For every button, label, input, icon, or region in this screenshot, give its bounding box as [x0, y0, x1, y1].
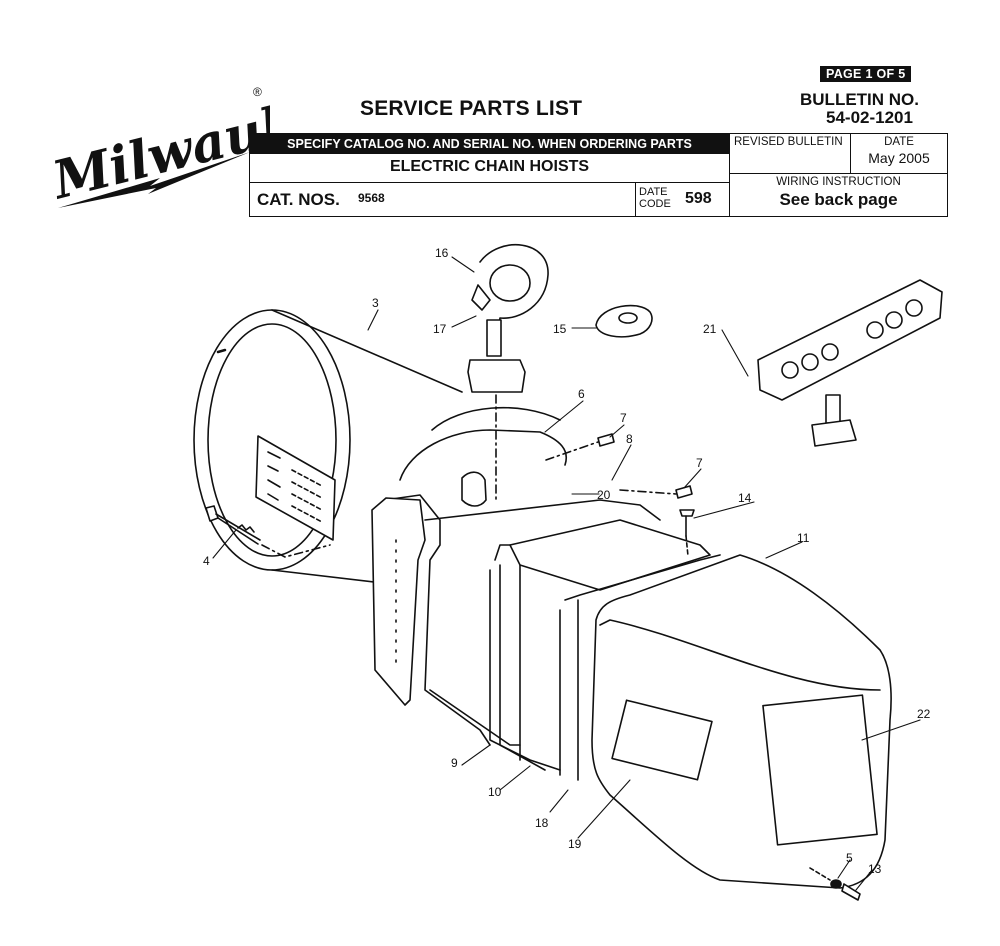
callout-15: 15 — [553, 322, 567, 336]
callout-6: 6 — [578, 387, 585, 401]
bulletin-number: 54-02-1201 — [826, 108, 913, 127]
divider — [729, 173, 948, 174]
callout-14: 14 — [738, 491, 752, 505]
document-title: SERVICE PARTS LIST — [360, 97, 583, 120]
end-cover — [591, 554, 892, 889]
cat-nos-label: CAT. NOS. — [257, 190, 340, 209]
revised-bulletin-label: REVISED BULLETIN — [734, 136, 843, 148]
motor-nameplate — [255, 435, 336, 541]
divider — [850, 134, 851, 173]
date-code-value: 598 — [685, 190, 712, 207]
callout-10: 10 — [488, 785, 502, 799]
divider — [729, 134, 730, 217]
hook-assembly — [467, 244, 549, 501]
logo-lightning-bolt — [58, 152, 250, 208]
callout-8: 8 — [626, 432, 633, 446]
cat-nos-value: 9568 — [358, 191, 385, 205]
callout-20: 20 — [597, 488, 611, 502]
wiring-instruction-label: WIRING INSTRUCTION — [776, 176, 901, 188]
callout-7a: 7 — [620, 411, 627, 425]
divider — [635, 182, 636, 217]
cover-plates — [489, 519, 721, 781]
callout-4: 4 — [203, 554, 210, 568]
callout-7b: 7 — [696, 456, 703, 470]
callout-9: 9 — [451, 756, 458, 770]
callout-18: 18 — [535, 816, 549, 830]
callout-17: 17 — [433, 322, 447, 336]
gearbox-housing — [371, 406, 661, 746]
callout-3: 3 — [372, 296, 379, 310]
pendant-bar — [757, 279, 943, 447]
bolt-part — [205, 505, 331, 558]
page-badge: PAGE 1 OF 5 — [820, 66, 912, 82]
callout-21: 21 — [703, 322, 717, 336]
plate-part — [595, 304, 653, 338]
divider — [250, 182, 729, 183]
specify-banner: SPECIFY CATALOG NO. AND SERIAL NO. WHEN … — [250, 134, 729, 154]
product-name: ELECTRIC CHAIN HOISTS — [389, 158, 590, 175]
registered-mark: ® — [253, 85, 262, 99]
callout-22: 22 — [917, 707, 931, 721]
callout-19: 19 — [568, 837, 582, 851]
wiring-instruction-value: See back page — [779, 190, 898, 209]
milwaukee-logo: Milwaukee ® — [45, 82, 270, 212]
date-value: May 2005 — [868, 150, 930, 166]
callout-16: 16 — [435, 246, 449, 260]
callout-5: 5 — [846, 851, 853, 865]
callout-11: 11 — [797, 531, 810, 545]
bulletin-label: BULLETIN NO. — [800, 90, 919, 109]
screw-parts — [809, 867, 861, 901]
date-label: DATE — [884, 136, 914, 148]
date-code-label: DATE CODE — [639, 186, 671, 210]
leader-lines — [212, 256, 921, 891]
info-table: SPECIFY CATALOG NO. AND SERIAL NO. WHEN … — [249, 133, 948, 217]
callout-13: 13 — [868, 862, 882, 876]
